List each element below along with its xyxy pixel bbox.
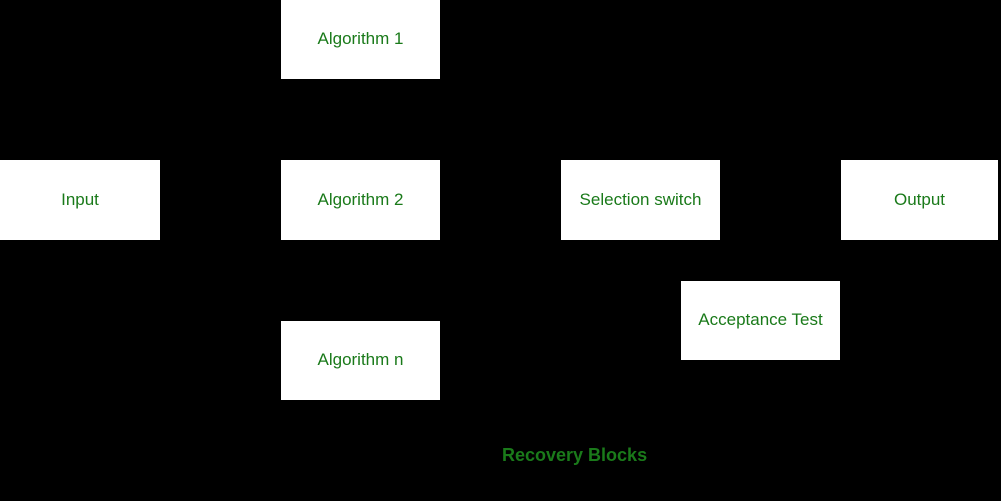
node-input-label: Input — [61, 189, 99, 209]
node-selection-switch[interactable]: Selection switch — [561, 160, 720, 240]
node-acceptance-test[interactable]: Acceptance Test — [681, 281, 840, 360]
node-algorithm-n[interactable]: Algorithm n — [281, 321, 440, 400]
node-algorithm-1-label: Algorithm 1 — [317, 29, 404, 48]
node-algorithm-2[interactable]: Algorithm 2 — [281, 160, 440, 240]
node-algorithm-1[interactable]: Algorithm 1 — [281, 0, 440, 79]
node-input[interactable]: Input — [0, 160, 160, 240]
node-selection-switch-label: Selection switch — [579, 189, 702, 209]
node-output[interactable]: Output — [841, 160, 998, 240]
node-algorithm-n-label: Algorithm n — [317, 350, 404, 369]
node-output-label: Output — [893, 189, 946, 209]
node-acceptance-test-label: Acceptance Test — [698, 310, 823, 329]
node-algorithm-2-label: Algorithm 2 — [317, 189, 404, 209]
diagram-caption: Recovery Blocks — [502, 445, 648, 465]
